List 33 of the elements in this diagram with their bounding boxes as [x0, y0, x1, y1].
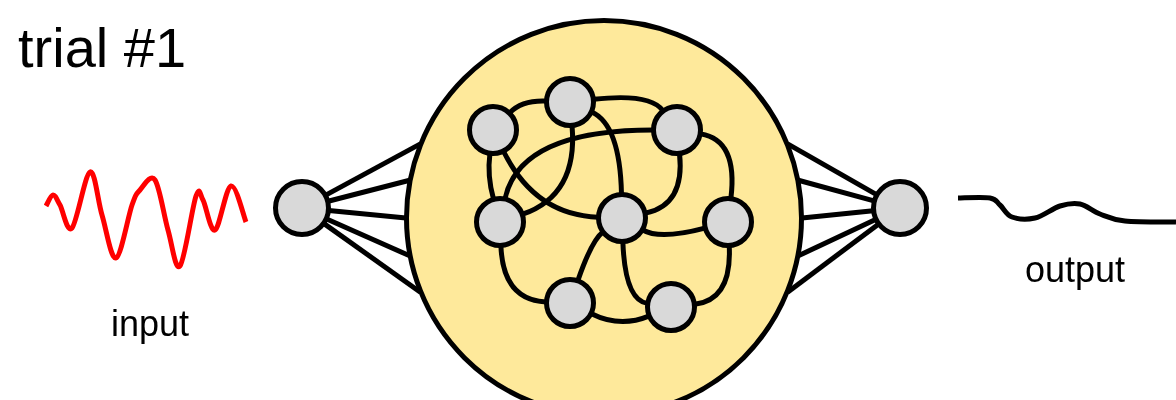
- connection-line: [507, 98, 547, 115]
- connection-line: [694, 245, 732, 307]
- node-circle: [273, 179, 331, 237]
- connection-line: [590, 311, 650, 324]
- connection-line: [501, 150, 599, 220]
- signal-label: output: [1025, 252, 1126, 288]
- connection-line: [644, 153, 683, 216]
- node-circle: [467, 104, 519, 156]
- connection-line: [797, 217, 877, 259]
- connection-line: [486, 153, 496, 200]
- signal-label: input: [111, 306, 190, 342]
- connection-line: [786, 141, 878, 197]
- connection-line: [593, 95, 665, 113]
- connection-line: [575, 230, 605, 282]
- connection-line: [700, 131, 735, 199]
- connection-line: [322, 221, 422, 295]
- node-circle: [544, 277, 596, 329]
- connection-line: [328, 208, 407, 221]
- connection-line: [324, 141, 422, 198]
- title: trial #1: [18, 20, 187, 76]
- connection-line: [590, 109, 624, 195]
- connection-line: [502, 127, 654, 200]
- connection-line: [620, 241, 648, 306]
- connection-line: [325, 216, 411, 259]
- node-circle: [596, 192, 648, 244]
- connection-line: [498, 245, 547, 305]
- connection-line: [327, 177, 411, 204]
- connection-line: [797, 177, 875, 204]
- node-circle: [544, 76, 596, 128]
- node-circle: [871, 179, 929, 237]
- connection-line: [641, 225, 706, 238]
- connection-line: [786, 222, 880, 295]
- connection-line: [801, 208, 874, 221]
